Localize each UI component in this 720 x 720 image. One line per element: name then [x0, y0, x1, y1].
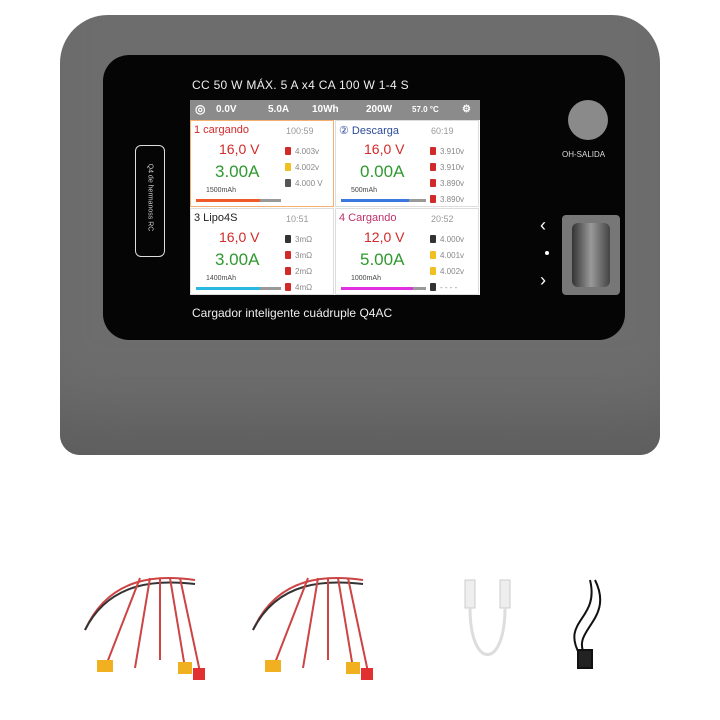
cell-reading: 2mΩ: [285, 263, 312, 279]
cell-reading: - - - -: [430, 279, 464, 295]
channel-capacity: 500mAh: [351, 187, 378, 194]
channel-time: 100:59: [286, 126, 314, 136]
cell-reading: 3.890v: [430, 191, 464, 207]
channel-current: 3.00A: [215, 162, 260, 181]
channel-voltage: 16,0 V: [219, 229, 260, 245]
footer-text: Cargador inteligente cuádruple Q4AC: [192, 306, 393, 320]
cell-badge-icon: [430, 147, 436, 155]
cell-value: 4.002v: [440, 266, 465, 276]
channel-time: 60:19: [431, 126, 454, 136]
cell-value: 3.910v: [440, 162, 465, 172]
cell-value: 4.001v: [440, 250, 465, 260]
cell-value: 3.890v: [440, 178, 465, 188]
cell-badge-icon: [430, 163, 436, 171]
cell-badge-icon: [430, 235, 436, 243]
cell-badge-icon: [285, 283, 291, 291]
cell-value: 4.002v: [295, 162, 320, 172]
dot-icon: [545, 251, 549, 255]
cell-value: 4mΩ: [295, 282, 313, 292]
power-icon: ◎: [195, 102, 206, 116]
cell-value: 2mΩ: [295, 266, 313, 276]
progress-bar: [341, 199, 426, 202]
usb-cable: [464, 579, 511, 656]
cell-badge-icon: [285, 267, 291, 275]
cell-badge-icon: [285, 235, 291, 243]
chevron-down-icon[interactable]: ›: [540, 270, 546, 290]
channel-current: 3.00A: [215, 250, 260, 269]
cell-badge-icon: [430, 179, 436, 187]
channel-time: 10:51: [286, 214, 309, 224]
balance-cable-1: [84, 576, 205, 680]
cell-value: 4.000 V: [295, 178, 323, 188]
lcd-screen: ◎ 0.0V 5.0A 10Wh 200W 57.0 °C ⚙ 1 cargan…: [190, 100, 480, 295]
channel-current: 0.00A: [360, 162, 405, 181]
channel-capacity: 1000mAh: [351, 275, 381, 282]
channel-panel-3[interactable]: 3 Lipo4S 10:51 16,0 V 3.00A 1400mAh 3mΩ 3…: [190, 208, 334, 295]
channel-panel-2[interactable]: ② Descarga 60:19 16,0 V 0.00A 500mAh 3.9…: [335, 120, 479, 207]
channel-voltage: 16,0 V: [219, 141, 260, 157]
header-power: 200W: [366, 104, 393, 115]
channel-time: 20:52: [431, 214, 454, 224]
channel-title: ② Descarga: [339, 125, 399, 137]
cell-reading: 3.910v: [430, 143, 464, 159]
balance-cable-2: [252, 576, 373, 680]
channel-current: 5.00A: [360, 250, 405, 269]
output-button[interactable]: [568, 100, 608, 140]
cell-reading: 3mΩ: [285, 231, 312, 247]
cell-badge-icon: [285, 179, 291, 187]
cell-badge-icon: [285, 251, 291, 259]
channel-title: 4 Cargando: [339, 212, 397, 224]
channel-panel-4[interactable]: 4 Cargando 20:52 12,0 V 5.00A 1000mAh 4.…: [335, 208, 479, 295]
channel-capacity: 1400mAh: [206, 275, 236, 282]
chevron-up-icon[interactable]: ‹: [540, 215, 546, 235]
scroll-wheel[interactable]: [562, 215, 620, 295]
cell-value: 3.910v: [440, 146, 465, 156]
cell-reading: 4.001v: [430, 247, 464, 263]
status-header: ◎ 0.0V 5.0A 10Wh 200W 57.0 °C ⚙: [190, 100, 480, 120]
cell-badge-icon: [285, 147, 291, 155]
cell-badge-icon: [285, 195, 291, 203]
cell-badge-icon: [285, 163, 291, 171]
accessories: [84, 576, 602, 680]
output-button-label: OH-SALIDA: [562, 150, 606, 159]
side-label-text: Q4 de hermanoss RC: [146, 163, 154, 232]
fan-icon: ⚙: [462, 104, 471, 115]
cell-value: 3.890v: [440, 194, 465, 204]
spec-line: CC 50 W MÁX. 5 A x4 CA 100 W 1-4 S: [192, 78, 409, 92]
cell-value: 3mΩ: [295, 234, 313, 244]
channel-title: 1 cargando: [194, 124, 250, 136]
channel-title: 3 Lipo4S: [194, 212, 238, 224]
channel-voltage: 16,0 V: [364, 141, 405, 157]
cell-reading: 4.003v: [285, 143, 323, 159]
cell-badge-icon: [430, 267, 436, 275]
cell-value: 4.000v: [440, 234, 465, 244]
cell-value: 4.003v: [295, 146, 320, 156]
progress-bar: [196, 199, 281, 202]
cell-value: 3mΩ: [295, 250, 313, 260]
progress-bar: [341, 287, 426, 290]
cell-badge-icon: [430, 251, 436, 259]
cell-badge-icon: [430, 283, 436, 291]
channel-panel-1[interactable]: 1 cargando 100:59 16,0 V 3.00A 1500mAh 4…: [190, 120, 334, 207]
cell-reading: 4.000 V: [285, 175, 323, 191]
cell-reading: 3.910v: [430, 159, 464, 175]
cell-reading: 4.002v: [430, 263, 464, 279]
cell-reading: 3.890v: [430, 175, 464, 191]
channel-capacity: 1500mAh: [206, 187, 236, 194]
header-temp: 57.0 °C: [412, 105, 439, 114]
cell-reading: [285, 191, 323, 207]
cell-reading: 4.002v: [285, 159, 323, 175]
channel-voltage: 12,0 V: [364, 229, 405, 245]
header-voltage: 0.0V: [216, 104, 237, 115]
cell-reading: 3mΩ: [285, 247, 312, 263]
header-energy: 10Wh: [312, 104, 339, 115]
cell-badge-icon: [430, 195, 436, 203]
power-cord: [573, 579, 602, 669]
cell-reading: 4mΩ: [285, 279, 312, 295]
side-label: Q4 de hermanoss RC: [135, 145, 165, 257]
progress-bar: [196, 287, 281, 290]
cell-reading: 4.000v: [430, 231, 464, 247]
header-current: 5.0A: [268, 104, 290, 115]
cell-value: - - - -: [440, 282, 458, 292]
